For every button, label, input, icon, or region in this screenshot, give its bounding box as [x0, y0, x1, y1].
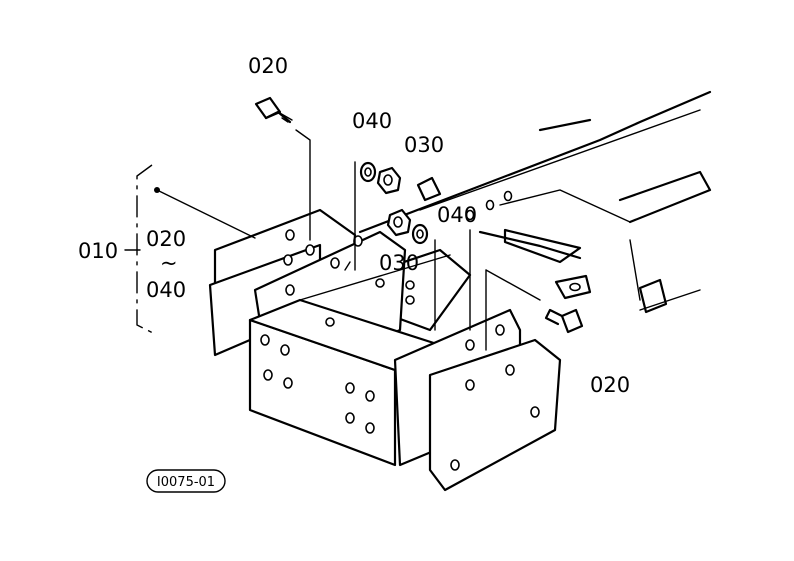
leader-bolt-top — [295, 129, 311, 241]
label-nut-top: 030 — [404, 133, 444, 157]
label-range-end: 040 — [146, 278, 186, 302]
washer-mid-icon — [411, 223, 429, 245]
drawing-code-badge: I0075-01 — [146, 469, 226, 493]
bolt-top-icon — [254, 96, 293, 124]
bolt-right-icon — [544, 308, 584, 334]
leader-mid-hardware — [434, 229, 471, 331]
drawing-code-text: I0075-01 — [157, 475, 215, 490]
front-block — [248, 254, 451, 467]
leader-top-hardware — [344, 161, 356, 271]
label-nut-mid: 030 — [379, 251, 419, 275]
label-washer-mid: 040 — [437, 203, 477, 227]
leader-assembly — [156, 189, 256, 239]
label-assembly: 010 — [78, 239, 118, 263]
label-washer-top: 040 — [352, 109, 392, 133]
nut-mid-icon — [386, 208, 412, 237]
frame-outline — [358, 90, 712, 314]
label-range-start: 020 — [146, 227, 186, 251]
label-bolt-right: 020 — [590, 373, 630, 397]
frame-holes — [325, 190, 513, 327]
nut-top-icon — [376, 166, 402, 195]
washer-top-icon — [359, 161, 377, 183]
right-bracket — [393, 308, 562, 492]
label-range-sep: ~ — [160, 251, 178, 275]
leader-bolt-right — [485, 269, 541, 351]
label-bolt-top: 020 — [248, 54, 288, 78]
